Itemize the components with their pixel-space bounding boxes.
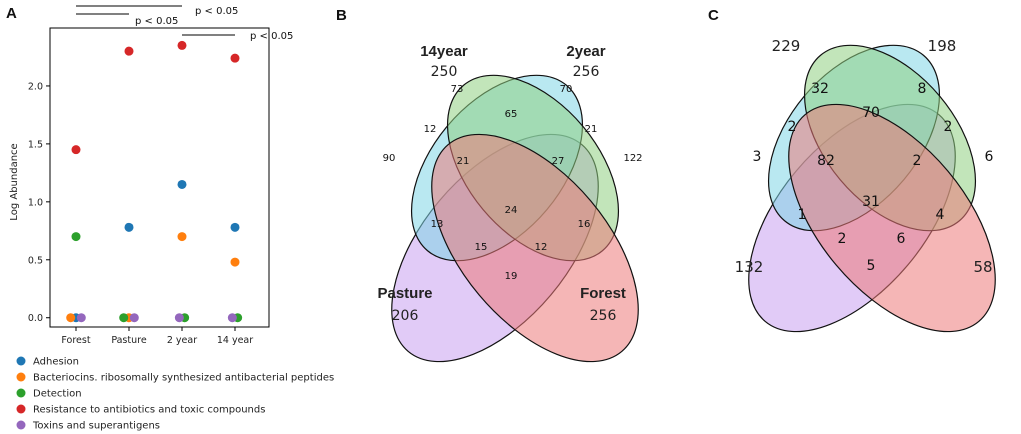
data-point bbox=[230, 257, 240, 267]
data-point bbox=[177, 40, 187, 50]
legend-label: Adhesion bbox=[33, 357, 79, 368]
venn-b-region-2year-pasture: 13 bbox=[431, 219, 444, 230]
y-tick-label: 1.0 bbox=[28, 197, 43, 208]
venn-b-14year-label: 14year bbox=[420, 43, 468, 60]
venn-b-region-14year-pasture: 12 bbox=[424, 124, 437, 135]
venn-c-region-forest-only: 6 bbox=[985, 149, 994, 165]
venn-c-forest-total: 58 bbox=[973, 258, 992, 276]
data-points bbox=[66, 40, 243, 323]
venn-c-region-14year-pasture: 2 bbox=[788, 119, 797, 135]
data-point bbox=[227, 313, 237, 323]
x-tick-label: Forest bbox=[61, 335, 90, 346]
venn-c-14year-total: 229 bbox=[772, 37, 801, 55]
venn-b-region-pasture-only: 90 bbox=[383, 153, 396, 164]
venn-c-region-14year-forest: 4 bbox=[936, 207, 945, 223]
y-tick-label: 0.0 bbox=[28, 313, 43, 324]
venn-c-region-14year-2year-forest: 2 bbox=[913, 153, 922, 169]
y-axis: 0.0 0.5 1.0 1.5 2.0 bbox=[28, 81, 50, 324]
venn-b-2year-label: 2year bbox=[566, 43, 605, 60]
legend-marker bbox=[16, 372, 26, 382]
venn-diagram-c: 229 198 132 58 32 8 70 2 2 3 6 82 2 31 1… bbox=[735, 37, 996, 333]
venn-b-14year-total: 250 bbox=[431, 64, 458, 80]
venn-c-region-14year-pasture-forest: 2 bbox=[838, 231, 847, 247]
legend-marker bbox=[16, 404, 26, 414]
legend-label: Toxins and superantigens bbox=[32, 421, 160, 432]
data-point bbox=[119, 313, 129, 323]
scatter-plot: 0.0 0.5 1.0 1.5 2.0 Forest Pasture 2 year 14 ye… bbox=[9, 5, 293, 346]
data-point bbox=[124, 222, 134, 232]
venn-c-region-14year-2year: 70 bbox=[862, 105, 880, 121]
significance-label: p < 0.05 bbox=[135, 16, 178, 27]
venn-c-region-2year-only: 8 bbox=[918, 81, 927, 97]
venn-c-forest-set bbox=[788, 103, 996, 333]
data-point bbox=[71, 232, 81, 242]
venn-c-region-2year-forest: 2 bbox=[944, 119, 953, 135]
y-tick-label: 2.0 bbox=[28, 81, 43, 92]
venn-b-pasture-total: 206 bbox=[392, 308, 419, 324]
legend-marker bbox=[16, 420, 26, 430]
data-point bbox=[66, 313, 76, 323]
venn-b-pasture-label: Pasture bbox=[377, 285, 432, 302]
venn-b-region-14year-pasture-forest: 15 bbox=[475, 242, 488, 253]
legend-marker bbox=[16, 356, 26, 366]
venn-c-region-14year-only: 32 bbox=[811, 81, 829, 97]
venn-c-region-all: 31 bbox=[862, 194, 880, 210]
venn-b-region-2year-only: 70 bbox=[560, 84, 573, 95]
data-point bbox=[76, 313, 86, 323]
venn-c-pasture-total: 132 bbox=[735, 258, 764, 276]
x-axis: Forest Pasture 2 year 14 year bbox=[61, 327, 253, 346]
y-tick-label: 0.5 bbox=[28, 255, 43, 266]
data-point bbox=[174, 313, 184, 323]
panel-label-a: A bbox=[6, 5, 17, 22]
plot-frame bbox=[49, 27, 270, 328]
venn-c-region-14year-2year-pasture: 82 bbox=[817, 153, 835, 169]
panel-label-c: C bbox=[708, 7, 719, 24]
data-point bbox=[129, 313, 139, 323]
significance-label: p < 0.05 bbox=[250, 31, 293, 42]
legend-label: Resistance to antibiotics and toxic comp… bbox=[33, 405, 265, 416]
legend-label: Bacteriocins. ribosomally synthesized an… bbox=[33, 373, 334, 384]
venn-b-region-2year-forest: 21 bbox=[585, 124, 598, 135]
venn-c-region-pasture-forest: 5 bbox=[867, 258, 876, 274]
data-point bbox=[230, 53, 240, 63]
data-point bbox=[230, 222, 240, 232]
venn-b-region-14year-only: 73 bbox=[451, 84, 464, 95]
venn-b-region-forest-only: 122 bbox=[623, 153, 642, 164]
y-axis-label: Log Abundance bbox=[9, 143, 20, 220]
data-point bbox=[177, 179, 187, 189]
venn-b-region-2year-pasture-forest: 12 bbox=[535, 242, 548, 253]
venn-b-forest-set bbox=[431, 133, 639, 363]
legend-marker bbox=[16, 388, 26, 398]
venn-b-region-14year-2year-pasture: 21 bbox=[457, 156, 470, 167]
data-point bbox=[124, 46, 134, 56]
venn-c-2year-total: 198 bbox=[928, 37, 957, 55]
data-point bbox=[177, 232, 187, 242]
panel-label-b: B bbox=[336, 7, 347, 24]
legend-label: Detection bbox=[33, 389, 82, 400]
venn-b-region-14year-2year: 65 bbox=[505, 109, 518, 120]
x-tick-label: Pasture bbox=[111, 335, 147, 346]
significance-label: p < 0.05 bbox=[195, 6, 238, 17]
venn-b-2year-total: 256 bbox=[573, 64, 600, 80]
venn-b-region-pasture-forest: 19 bbox=[505, 271, 518, 282]
data-point bbox=[71, 145, 81, 155]
venn-b-forest-total: 256 bbox=[590, 308, 617, 324]
significance-brackets: p < 0.05 p < 0.05 p < 0.05 bbox=[76, 5, 293, 42]
venn-c-region-pasture-only: 3 bbox=[753, 149, 762, 165]
venn-b-region-all: 24 bbox=[505, 205, 518, 216]
venn-c-region-2year-pasture-forest: 6 bbox=[897, 231, 906, 247]
x-tick-label: 2 year bbox=[167, 335, 197, 346]
venn-b-region-14year-2year-forest: 27 bbox=[552, 156, 565, 167]
venn-b-forest-label: Forest bbox=[580, 285, 626, 302]
x-tick-label: 14 year bbox=[217, 335, 253, 346]
venn-c-region-2year-pasture: 1 bbox=[798, 207, 807, 223]
venn-diagram-b: 14year 250 2year 256 Pasture 206 Forest … bbox=[377, 43, 643, 363]
venn-b-region-14year-forest: 16 bbox=[578, 219, 591, 230]
y-tick-label: 1.5 bbox=[28, 139, 43, 150]
